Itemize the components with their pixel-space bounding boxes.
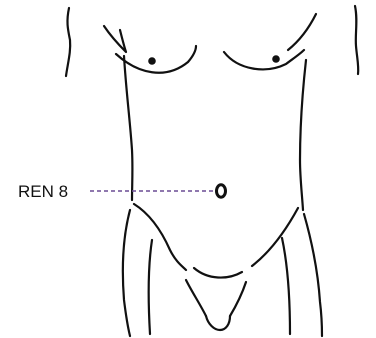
navel-point-mark [217, 185, 226, 197]
left-leg-outline [123, 210, 130, 336]
left-arm-outline [66, 8, 70, 76]
ren-8-label: REN 8 [18, 182, 68, 201]
left-nipple-mark [148, 57, 156, 65]
left-torso-side-outline [124, 56, 132, 200]
right-leg-outline [304, 214, 322, 336]
right-nipple-mark [272, 55, 280, 63]
right-torso-side-outline [300, 60, 306, 210]
left-shoulder-outline [104, 26, 126, 52]
left-hip-outline [134, 204, 186, 270]
right-shoulder-outline [288, 14, 316, 50]
right-chest-outline [224, 50, 304, 69]
right-groin-outline [230, 282, 246, 316]
right-arm-outline [355, 6, 358, 74]
genital-outline [206, 316, 230, 330]
left-inner-leg-outline [149, 240, 152, 334]
left-chest-outline [116, 46, 196, 73]
left-groin-outline [186, 280, 206, 316]
pelvis-curve-outline [194, 268, 242, 278]
right-inner-leg-outline [282, 238, 290, 334]
right-hip-outline [252, 208, 298, 266]
